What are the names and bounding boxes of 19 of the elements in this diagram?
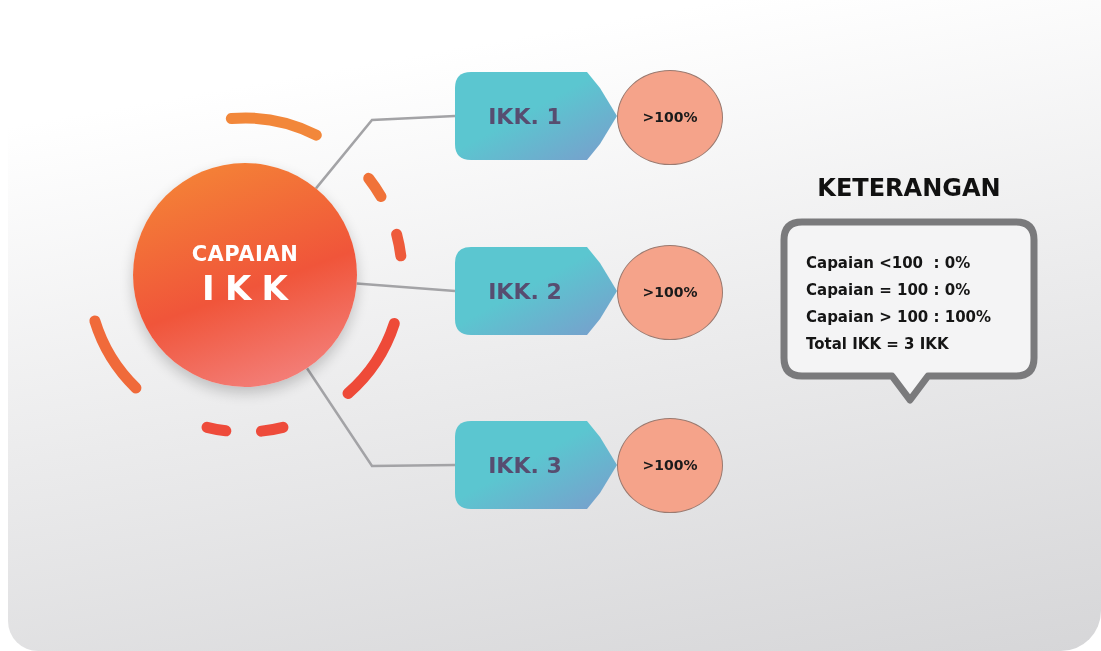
legend-heading: KETERANGAN: [817, 176, 1001, 200]
node-label: CAPAIAN: [191, 240, 299, 267]
legend-line: Capaian <100 : 0%: [806, 253, 971, 274]
legend-line: Capaian = 100 : 0%: [806, 280, 971, 301]
node-label: IKK. 2: [488, 277, 562, 306]
tag-box: [455, 421, 617, 509]
connector-line: [356, 282, 456, 293]
connector-line: [305, 367, 455, 468]
node-label: IKK: [201, 266, 299, 310]
node-label: IKK. 3: [488, 451, 562, 480]
legend-line: Total IKK = 3 IKK: [806, 334, 949, 355]
node-label: IKK. 1: [488, 102, 562, 131]
connector-line: [315, 114, 456, 190]
tag-box: [455, 72, 617, 160]
legend-line: Capaian > 100 : 100%: [806, 307, 992, 328]
tag-box: [455, 247, 617, 335]
percentage-value: >100%: [642, 283, 698, 302]
percentage-value: >100%: [642, 456, 698, 475]
percentage-value: >100%: [642, 108, 698, 127]
